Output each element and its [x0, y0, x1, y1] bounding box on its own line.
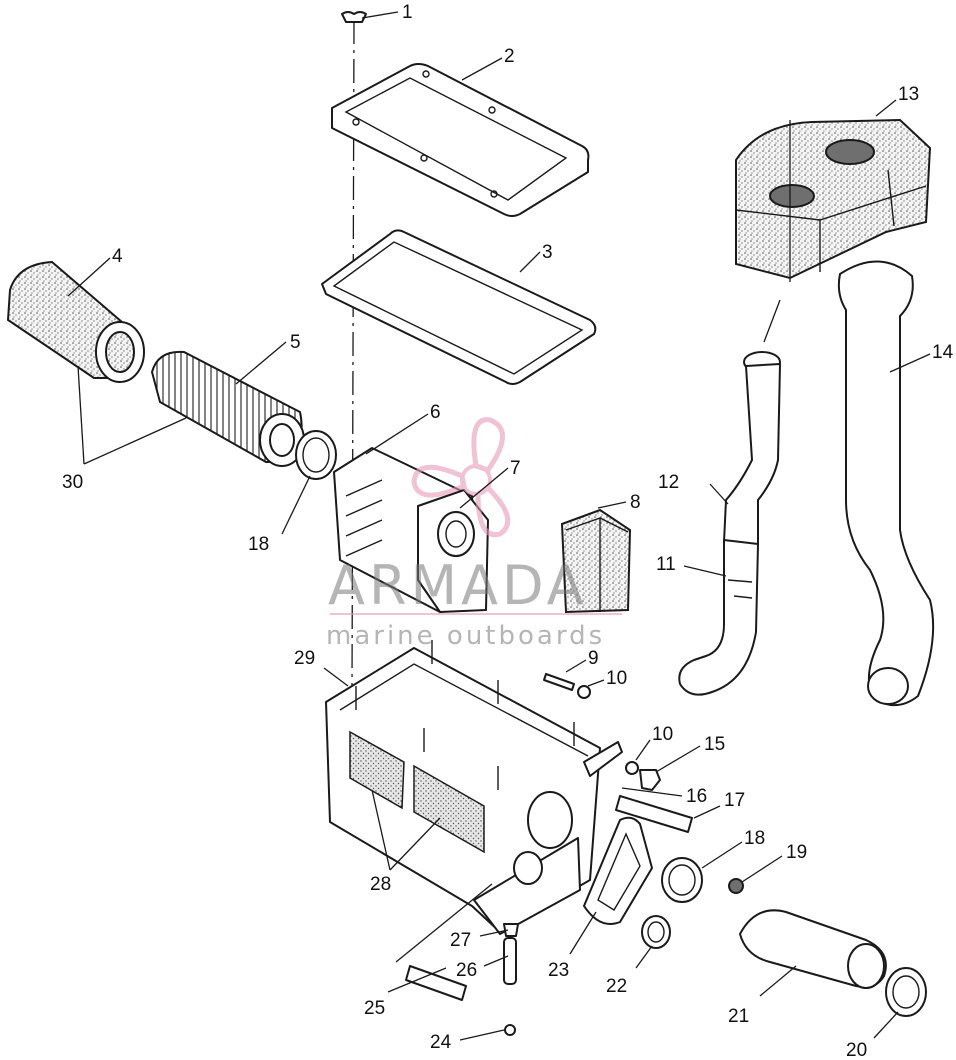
callout-19: 19	[786, 842, 807, 863]
part-2-cover-plate	[331, 63, 590, 217]
callout-4: 4	[112, 246, 123, 267]
callout-8: 8	[630, 492, 641, 513]
callout-23: 23	[548, 960, 569, 981]
part-15-nut	[639, 769, 661, 791]
part-19-plug	[728, 878, 744, 894]
callout-10-lower: 10	[652, 724, 673, 745]
part-24-cap	[504, 1024, 516, 1036]
part-13-silencer-box	[735, 118, 932, 280]
part-12-intake-snorkel	[723, 351, 781, 547]
part-28-airbox-side-panels	[349, 730, 485, 854]
part-9-bolt	[543, 673, 575, 691]
callout-7: 7	[510, 458, 521, 479]
callout-17: 17	[724, 790, 745, 811]
part-10-washer-lower	[625, 761, 639, 775]
callout-25: 25	[364, 998, 385, 1019]
callout-29: 29	[294, 648, 315, 669]
part-16-bracket	[583, 741, 623, 777]
part-21-intake-tube	[739, 909, 887, 989]
callout-26: 26	[456, 960, 477, 981]
leader-lines	[67, 11, 931, 1041]
airbox-outlet-hole	[527, 791, 573, 849]
part-3-gasket	[321, 229, 597, 385]
callout-6: 6	[430, 402, 441, 423]
part-17-tube	[615, 795, 693, 833]
airbox-studs	[355, 640, 575, 790]
callout-18-lower: 18	[744, 828, 765, 849]
part-8-foam-block	[560, 508, 632, 614]
callout-15: 15	[704, 734, 725, 755]
callout-27: 27	[450, 930, 471, 951]
callout-11: 11	[656, 554, 676, 575]
part-22-ring-clamp	[641, 915, 671, 949]
callout-28: 28	[370, 874, 391, 895]
part-20-clamp	[885, 967, 927, 1017]
callout-24: 24	[430, 1032, 452, 1053]
part-27-fitting	[503, 923, 519, 937]
callout-14: 14	[932, 342, 954, 363]
callout-21: 21	[728, 1006, 749, 1027]
callout-20: 20	[846, 1040, 867, 1060]
callout-22: 22	[606, 976, 627, 997]
callout-10-upper: 10	[606, 668, 627, 689]
part-25-hose	[405, 965, 467, 1001]
part-1-wing-nut	[341, 11, 367, 23]
callout-3: 3	[542, 242, 553, 263]
part-10-washer-upper	[577, 685, 591, 699]
part-14-long-duct	[837, 260, 935, 707]
watermark-tagline: marine outboards	[326, 621, 605, 651]
callout-1: 1	[402, 2, 413, 23]
callout-13: 13	[898, 84, 919, 105]
watermark-brand: ARMADA	[328, 554, 588, 617]
callout-30: 30	[62, 472, 83, 493]
callout-16: 16	[686, 786, 707, 807]
propeller-logo-icon	[411, 417, 511, 538]
part-29-airbox-housing	[325, 647, 601, 935]
assembly-axis-line	[351, 19, 355, 691]
part-11-snorkel-elbow	[678, 539, 759, 696]
callout-2: 2	[504, 46, 515, 67]
part-18-ring-clamp-lower	[661, 857, 703, 903]
part-26-drain-hose	[503, 937, 517, 985]
callout-18-upper: 18	[248, 534, 269, 555]
callout-5: 5	[290, 332, 301, 353]
part-4-filter-sleeve	[6, 260, 145, 383]
callout-12: 12	[658, 472, 679, 493]
part-5-pleated-filter	[150, 350, 305, 467]
part-23-mounting-gasket	[583, 816, 653, 925]
callout-9: 9	[588, 648, 599, 669]
